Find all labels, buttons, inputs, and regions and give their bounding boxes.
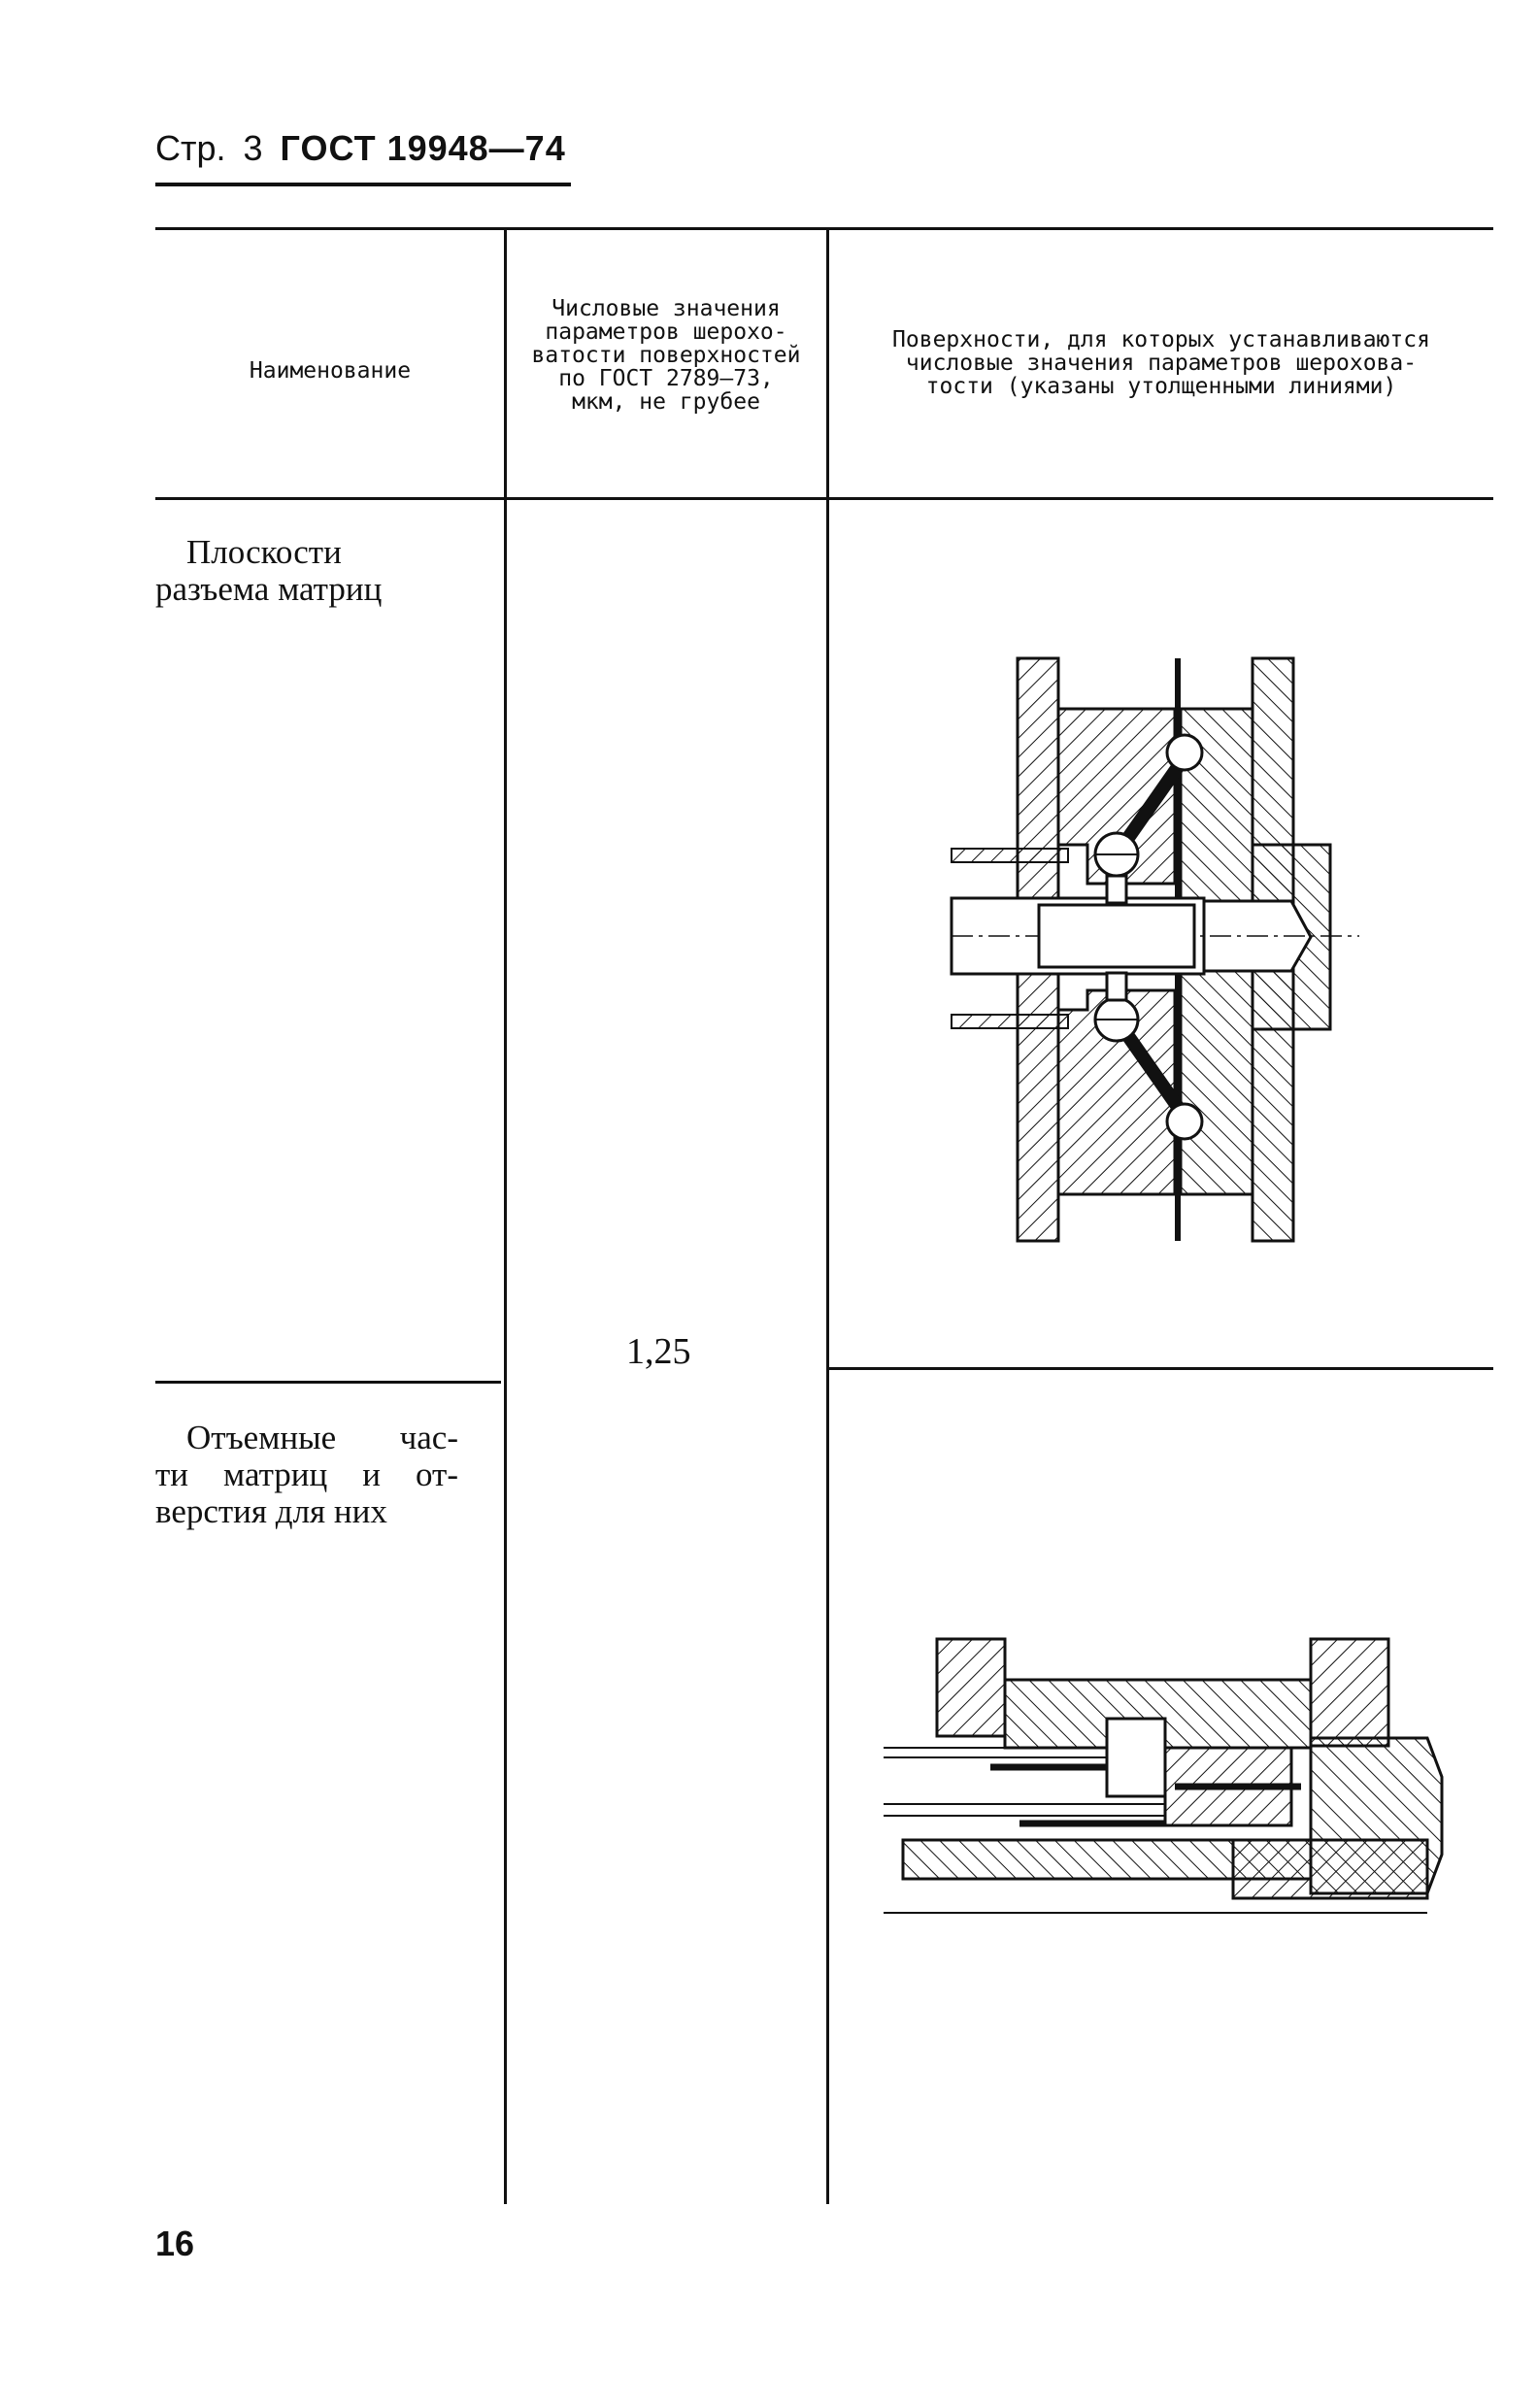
header-standard: ГОСТ 19948—74: [280, 128, 566, 168]
page-header: Стр. 3 ГОСТ 19948—74: [155, 128, 566, 169]
page-number: 16: [155, 2224, 195, 2263]
header-page-number: 3: [243, 128, 263, 168]
row-divider-drawing: [829, 1367, 1493, 1370]
matrix-parting-plane-drawing: [950, 656, 1359, 1243]
removable-matrix-parts-drawing: [884, 1637, 1444, 1914]
header-prefix: Стр.: [155, 128, 226, 168]
column-divider-1: [504, 229, 507, 2204]
col-header-roughness: Числовые значения параметров шерохо- ват…: [531, 296, 801, 415]
header-underline: [155, 183, 571, 186]
table-top-rule: [155, 227, 1493, 230]
row-1-name: Плоскости разъема матриц: [155, 533, 383, 608]
table-header-rule: [155, 497, 1493, 500]
row-divider-name: [155, 1381, 501, 1384]
col-header-surfaces: Поверхности, для которых устанавливаются…: [892, 327, 1430, 399]
column-divider-2: [826, 229, 829, 2204]
col-header-name: Наименование: [249, 358, 412, 384]
roughness-value: 1,25: [626, 1331, 691, 1372]
